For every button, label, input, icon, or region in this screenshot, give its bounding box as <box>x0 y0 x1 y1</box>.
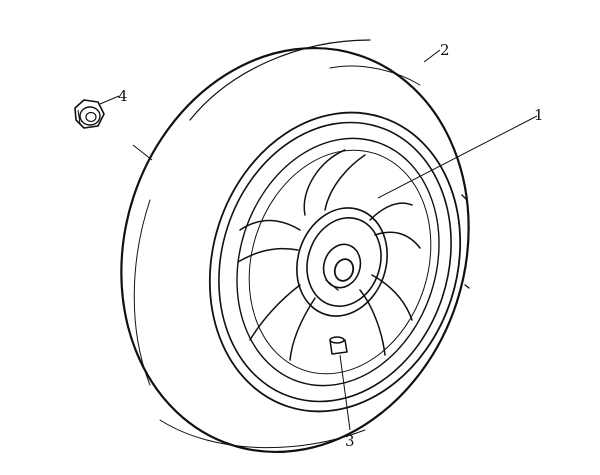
valve-stem <box>329 336 348 355</box>
callout-4: 4 <box>118 87 128 105</box>
nut <box>74 99 105 129</box>
callout-1: 1 <box>534 106 544 124</box>
leader-lines <box>99 49 538 431</box>
tire <box>120 39 470 454</box>
hub <box>296 207 388 317</box>
spokes <box>237 149 421 361</box>
callout-3: 3 <box>345 432 355 450</box>
rim <box>218 121 452 403</box>
callout-2: 2 <box>440 41 450 59</box>
